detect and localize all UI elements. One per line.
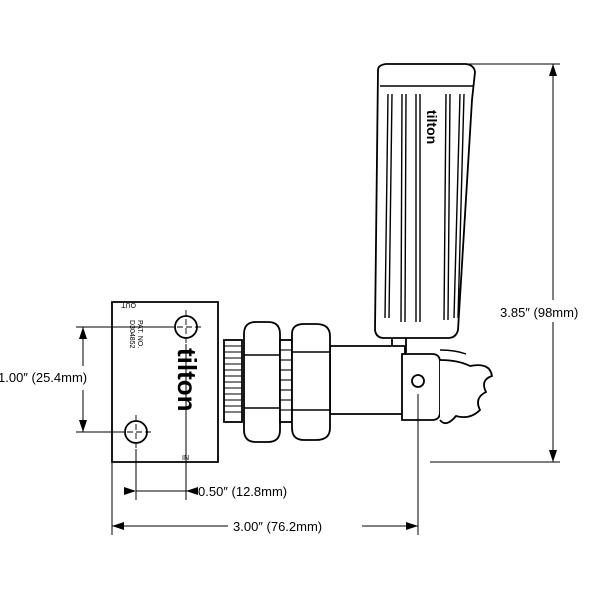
shaft bbox=[329, 345, 406, 415]
handle-logo: tilton bbox=[424, 110, 440, 144]
handle-flutes bbox=[384, 93, 465, 323]
handle bbox=[374, 63, 476, 353]
patent-line-2: D304852 bbox=[128, 320, 135, 349]
overall-ext-lines bbox=[111, 394, 419, 535]
shaft-assembly bbox=[329, 345, 493, 425]
out-label: OUT bbox=[121, 301, 137, 308]
dimension-lines bbox=[76, 63, 560, 535]
plate-logo: tilton bbox=[172, 348, 202, 412]
spacing-dimension-label: 1.00″ (25.4mm) bbox=[0, 370, 87, 385]
lever-pivot-hole bbox=[411, 374, 425, 388]
overall-dimension-label: 3.00″ (76.2mm) bbox=[233, 519, 322, 534]
jam-nut-assembly bbox=[223, 321, 331, 443]
port-centerlines bbox=[118, 310, 204, 449]
patent-line-1: PAT. NO. bbox=[136, 320, 143, 348]
hex-nut-2 bbox=[291, 323, 331, 441]
lever-profile bbox=[439, 359, 493, 425]
height-dimension-label: 3.85″ (98mm) bbox=[500, 305, 578, 320]
offset-dimension-label: 0.50″ (12.8mm) bbox=[198, 484, 287, 499]
dimension-arrows bbox=[79, 64, 557, 530]
thread-left bbox=[223, 339, 243, 423]
hex-nut-1 bbox=[243, 321, 281, 443]
